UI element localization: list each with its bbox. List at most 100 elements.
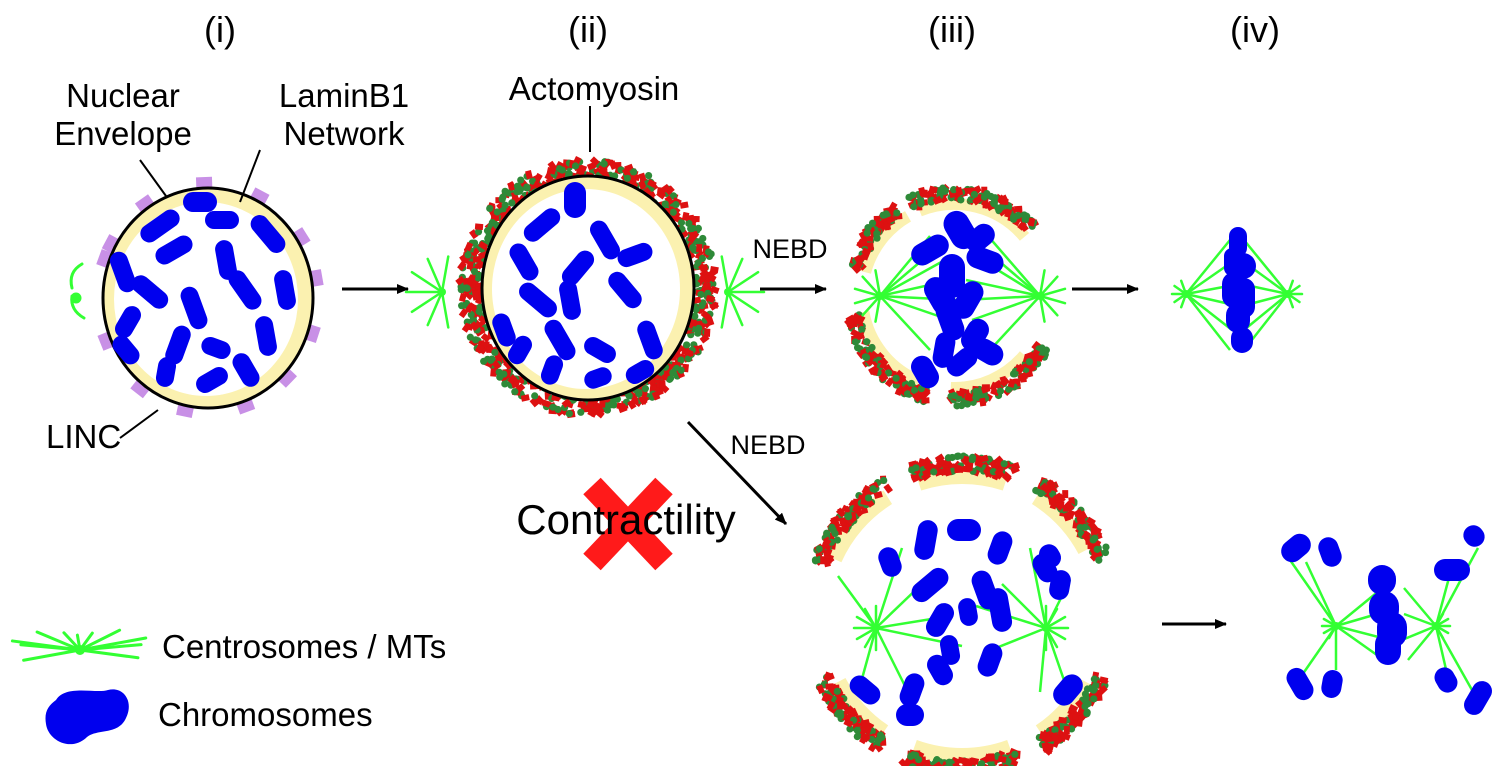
actin-filament <box>826 683 834 690</box>
label-envelope: Envelope <box>54 115 192 152</box>
actin-filament <box>966 462 973 471</box>
chromosome <box>1459 521 1488 551</box>
myosin-cluster <box>670 209 677 216</box>
actin-filament <box>1058 717 1067 724</box>
myosin-cluster <box>994 204 1001 211</box>
myosin-cluster <box>635 389 642 396</box>
myosin-cluster <box>964 400 971 407</box>
leader-linc <box>120 410 158 438</box>
chromosome <box>1375 631 1401 665</box>
myosin-cluster <box>1102 543 1109 550</box>
myosin-cluster <box>854 727 861 734</box>
stage-label-ii: (ii) <box>568 9 608 50</box>
myosin-cluster <box>501 380 508 387</box>
myosin-cluster <box>531 392 538 399</box>
myosin-cluster <box>862 353 869 360</box>
stage-iii-top <box>844 184 1065 410</box>
myosin-cluster <box>1092 682 1099 689</box>
label-network: Network <box>283 115 405 152</box>
stage-iv-top <box>1172 227 1302 353</box>
myosin-cluster <box>945 454 952 461</box>
stage-ii-nucleus <box>455 156 719 418</box>
chromosome <box>913 519 940 562</box>
metaphase-plate <box>1222 227 1256 353</box>
myosin-cluster <box>1090 695 1097 702</box>
myosin-cluster <box>494 208 501 215</box>
myosin-cluster <box>624 175 631 182</box>
myosin-cluster <box>517 176 524 183</box>
myosin-cluster <box>868 736 875 743</box>
myosin-cluster <box>572 162 579 169</box>
myosin-cluster <box>893 375 900 382</box>
myosin-cluster <box>969 454 976 461</box>
myosin-cluster <box>1094 546 1101 553</box>
myosin-cluster <box>480 358 487 365</box>
actin-filament <box>979 398 986 407</box>
myosin-cluster <box>1021 211 1028 218</box>
actin-filament <box>1034 355 1043 362</box>
actin-filament <box>680 202 689 209</box>
myosin-cluster <box>834 688 841 695</box>
actin-filament <box>1072 711 1079 720</box>
actin-filament <box>1055 494 1062 503</box>
myosin-cluster <box>1081 703 1088 710</box>
actin-filament <box>1099 676 1108 684</box>
chromosome <box>1434 559 1470 581</box>
actin-filament <box>703 283 711 289</box>
myosin-cluster <box>1091 676 1098 683</box>
myosin-cluster <box>938 189 945 196</box>
myosin-cluster <box>500 370 507 377</box>
myosin-cluster <box>1001 460 1008 467</box>
myosin-cluster <box>957 196 964 203</box>
stage-iv-bottom <box>1277 521 1496 718</box>
chromosome <box>907 564 952 606</box>
myosin-cluster <box>502 202 509 209</box>
myosin-cluster <box>904 390 911 397</box>
chromosome <box>1460 677 1495 718</box>
actin-filament <box>692 216 700 222</box>
chromosome <box>985 529 1015 568</box>
myosin-cluster <box>972 388 979 395</box>
label-actomyosin: Actomyosin <box>509 70 680 107</box>
stage-i-nucleus <box>96 177 323 418</box>
myosin-cluster <box>873 230 880 237</box>
myosin-cluster <box>865 494 872 501</box>
chromosome <box>1315 534 1344 569</box>
myosin-cluster <box>678 367 685 374</box>
myosin-cluster <box>554 406 561 413</box>
chromosome <box>1368 565 1396 595</box>
stage-i-centrosome <box>71 264 84 318</box>
myosin-cluster <box>955 452 962 459</box>
myosin-cluster <box>875 736 882 743</box>
myosin-cluster <box>524 184 531 191</box>
myosin-cluster <box>1089 536 1096 543</box>
leader-nuclear-envelope <box>140 160 166 196</box>
actin-filament <box>883 484 893 494</box>
myosin-cluster <box>1095 557 1102 564</box>
myosin-cluster <box>489 219 496 226</box>
chromosome <box>1283 664 1317 703</box>
myosin-cluster <box>930 468 937 475</box>
microtubule <box>838 576 876 628</box>
label-nebd-top: NEBD <box>752 234 827 264</box>
centrosome-ii-left <box>406 257 448 328</box>
chromosome-icon <box>45 689 128 744</box>
chromosome <box>947 519 981 541</box>
chromosome <box>986 587 1013 634</box>
chromosome <box>896 704 924 726</box>
microtubule <box>1290 560 1336 626</box>
myosin-cluster <box>689 244 696 251</box>
myosin-cluster <box>566 410 573 417</box>
myosin-cluster <box>858 326 865 333</box>
microtubule <box>1306 562 1336 626</box>
myosin-cluster <box>645 172 652 179</box>
myosin-cluster <box>698 302 705 309</box>
myosin-cluster <box>991 194 998 201</box>
chromosome <box>1431 664 1461 697</box>
myosin-cluster <box>893 209 900 216</box>
stage-iii-bottom <box>812 452 1110 766</box>
myosin-cluster <box>1026 358 1033 365</box>
chromosome <box>205 211 239 229</box>
microtubule <box>80 650 138 658</box>
